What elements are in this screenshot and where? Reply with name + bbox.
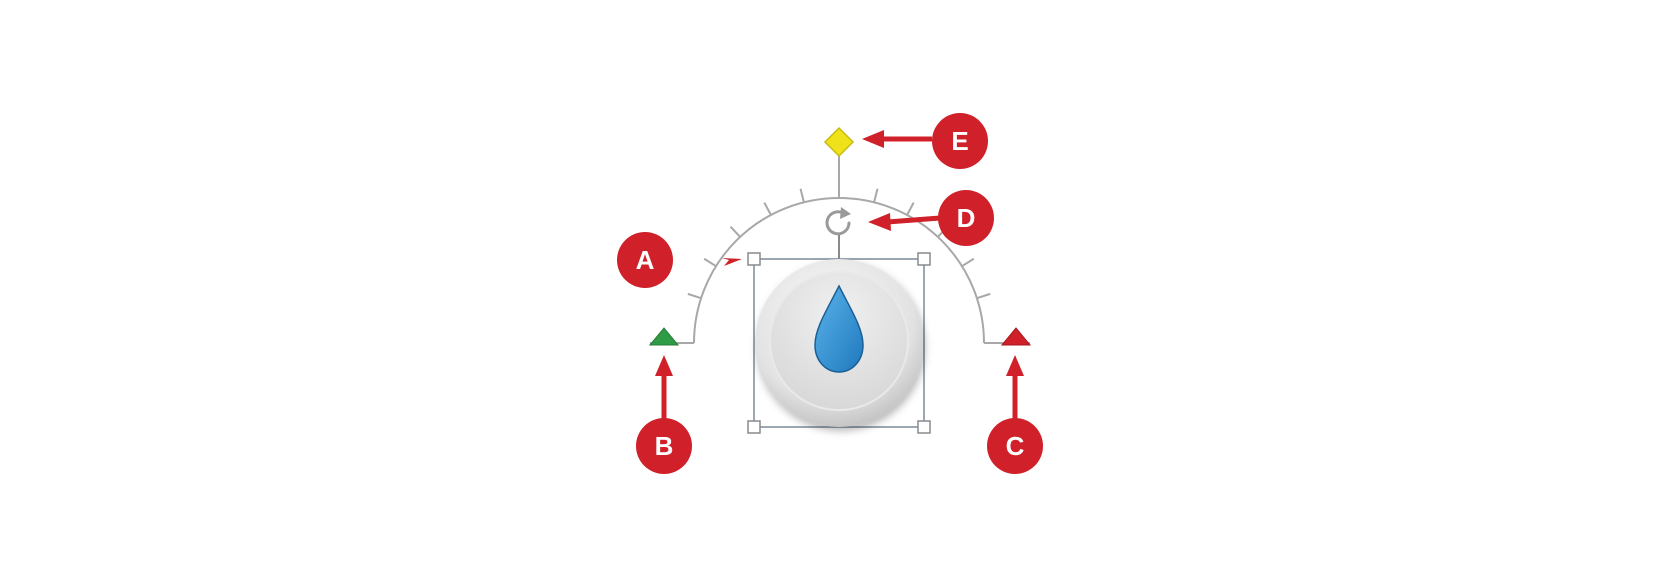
scale-tick xyxy=(763,202,772,216)
resize-handle-top-left[interactable] xyxy=(747,252,761,266)
callout-D-label: D xyxy=(957,203,976,233)
scale-arc xyxy=(650,152,1030,344)
callout-C: C xyxy=(987,418,1043,474)
rotate-icon xyxy=(825,210,851,236)
water-drop-icon xyxy=(814,284,864,373)
rotate-icon-arrow xyxy=(840,207,851,219)
resize-handle-bottom-left[interactable] xyxy=(747,420,761,434)
callout-arrow-D-head xyxy=(868,213,891,231)
callout-E: E xyxy=(932,113,988,169)
callout-A-label: A xyxy=(636,245,655,275)
callout-arrow-A xyxy=(722,258,742,266)
pointer-handle[interactable] xyxy=(823,126,855,158)
scale-tick xyxy=(729,226,741,238)
scale-ticks xyxy=(687,188,991,300)
scale-tick xyxy=(799,188,805,203)
rotate-handle[interactable] xyxy=(825,207,851,236)
scale-tick xyxy=(961,257,975,268)
scale-tick xyxy=(906,202,915,216)
callout-arrow-E-head xyxy=(862,130,884,148)
callout-B: B xyxy=(636,418,692,474)
scale-tick xyxy=(687,292,702,300)
callout-A: A xyxy=(617,232,673,288)
callout-C-label: C xyxy=(1006,431,1025,461)
scale-tick xyxy=(703,257,717,268)
scale-tick xyxy=(873,188,879,203)
callout-D: D xyxy=(938,190,994,246)
callout-arrow-B-head xyxy=(655,355,673,376)
callout-E-label: E xyxy=(951,126,968,156)
callout-arrow-D-shaft xyxy=(887,215,941,225)
scale-tick xyxy=(976,292,991,300)
callout-B-label: B xyxy=(655,431,674,461)
end-marker[interactable] xyxy=(1000,327,1032,346)
resize-handle-bottom-right[interactable] xyxy=(917,420,931,434)
resize-handle-top-right[interactable] xyxy=(917,252,931,266)
callout-arrows xyxy=(655,130,1024,420)
start-marker[interactable] xyxy=(648,327,680,346)
callout-arrow-C-head xyxy=(1006,355,1024,376)
